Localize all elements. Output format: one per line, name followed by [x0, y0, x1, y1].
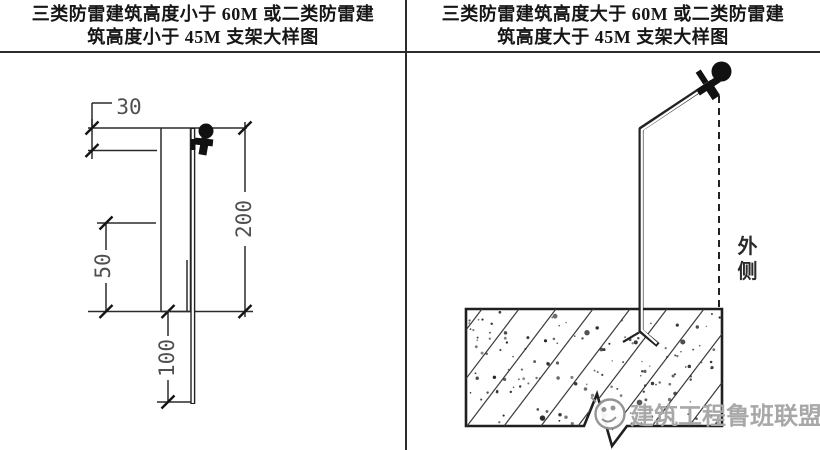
right-panel-title-line1: 三类防雷建筑高度大于 60M 或二类防雷建 [441, 4, 785, 24]
left-panel-title-line1: 三类防雷建筑高度小于 60M 或二类防雷建 [31, 4, 375, 24]
dim-200-label: 200 [232, 200, 256, 238]
left-panel-title: 三类防雷建筑高度小于 60M 或二类防雷建 筑高度小于 45M 支架大样图 [0, 3, 406, 49]
concrete-hatch-lines [466, 309, 722, 431]
left-dimension-labels: 30 200 50 100 [91, 95, 256, 377]
left-bracket-diagram [84, 102, 253, 410]
right-panel-title: 三类防雷建筑高度大于 60M 或二类防雷建 筑高度大于 45M 支架大样图 [410, 3, 816, 49]
right-bracket-diagram: 建筑工程鲁班联盟 [464, 61, 820, 449]
watermark: 建筑工程鲁班联盟 [590, 396, 820, 430]
concrete-speckles [468, 310, 721, 426]
watermark-text: 建筑工程鲁班联盟 [630, 402, 820, 430]
left-panel-title-line2: 筑高度小于 45M 支架大样图 [87, 27, 319, 47]
outside-face-label: 外侧 [737, 236, 758, 283]
dimension-tick-marks [84, 120, 253, 410]
panel-divider-line [405, 0, 407, 450]
lightning-rod-right [622, 79, 714, 347]
right-panel-title-line2: 筑高度大于 45M 支架大样图 [497, 27, 729, 47]
rod-clamp-icon [190, 123, 214, 156]
bracket-head-clamp-icon [695, 61, 732, 101]
dim-30-label: 30 [116, 95, 141, 119]
title-underline [0, 51, 820, 53]
watermark-logo-icon [590, 396, 626, 430]
dim-50-label: 50 [91, 253, 115, 278]
dim-100-label: 100 [155, 339, 179, 377]
